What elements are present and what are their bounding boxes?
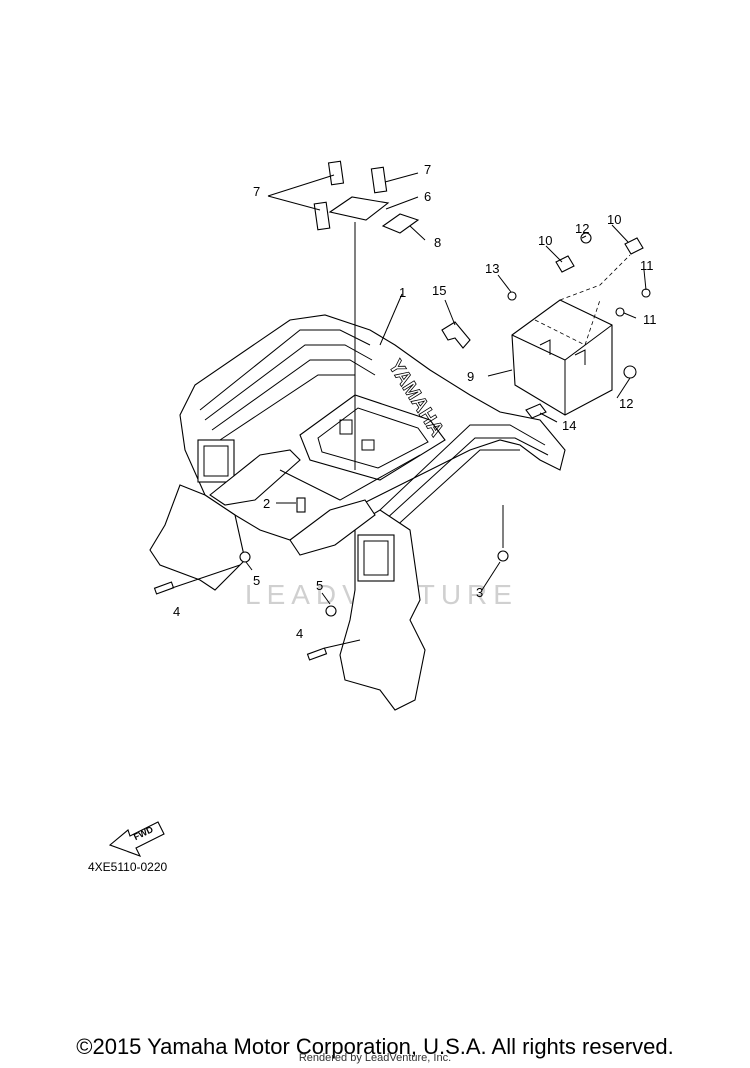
label-part-1: 1 (399, 285, 406, 300)
label-part-4b: 4 (296, 626, 303, 641)
label-part-7b: 7 (253, 184, 260, 199)
label-part-12a: 12 (575, 221, 589, 236)
label-part-11a: 11 (640, 258, 654, 273)
tool-box (511, 254, 631, 416)
label-part-4a: 4 (173, 604, 180, 619)
rear-fender: YAMAHA (149, 314, 566, 711)
rendered-by-credit: Rendered by LeadVenture, Inc. (298, 1052, 452, 1064)
label-part-10a: 10 (538, 233, 552, 248)
label-part-14: 14 (562, 418, 576, 433)
label-part-8: 8 (434, 235, 441, 250)
label-part-10b: 10 (607, 212, 621, 227)
label-part-2: 2 (263, 496, 270, 511)
label-part-6: 6 (424, 189, 431, 204)
label-part-3: 3 (476, 585, 483, 600)
label-part-12b: 12 (619, 396, 633, 411)
part-labels: 1 2 3 4 4 5 5 6 7 7 8 9 10 10 11 11 12 1… (173, 162, 657, 641)
fwd-arrow-icon: FWD (108, 821, 165, 857)
label-part-5b: 5 (316, 578, 323, 593)
label-part-9: 9 (467, 369, 474, 384)
diagram-code: 4XE5110-0220 (88, 860, 168, 874)
label-part-13: 13 (485, 261, 499, 276)
label-part-7a: 7 (424, 162, 431, 177)
leader-lines (171, 172, 647, 649)
small-parts (153, 160, 651, 661)
label-part-5a: 5 (253, 573, 260, 588)
copyright-notice: ©2015 Yamaha Motor Corporation, U.S.A. A… (76, 1034, 674, 1059)
label-part-11b: 11 (643, 312, 657, 327)
label-part-15: 15 (432, 283, 446, 298)
